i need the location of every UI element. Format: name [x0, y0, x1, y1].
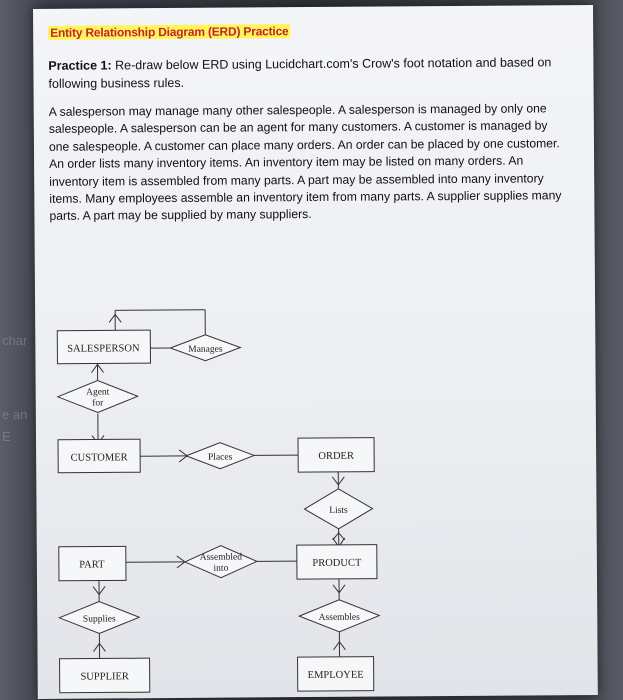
relationship-lists	[303, 488, 374, 530]
entity-employee	[297, 656, 375, 692]
erd-connectors	[96, 309, 341, 659]
background-window-fragment: char e an E	[0, 330, 38, 450]
entity-label: SALESPERSON	[67, 343, 140, 355]
connector-line	[115, 309, 206, 311]
erd-diagram: SALESPERSON CUSTOMER ORDER PART PRODUCT …	[56, 309, 381, 694]
relationship-label: Assembles	[319, 613, 361, 623]
relationship-assembled-into	[183, 545, 259, 579]
entity-salesperson	[56, 329, 151, 365]
document-page: Entity Relationship Diagram (ERD) Practi…	[33, 5, 598, 699]
fragment-text-1: char	[2, 333, 28, 348]
crow-foot-mark	[91, 363, 104, 373]
entity-label: PART	[79, 559, 105, 570]
arrow-mark	[93, 642, 106, 652]
entity-label: EMPLOYEE	[308, 670, 364, 681]
arrow-mark	[331, 476, 345, 486]
fragment-text-2: e an E	[2, 407, 28, 444]
entity-boxes	[56, 329, 378, 694]
entity-order	[297, 437, 375, 473]
practice-text: Re-draw below ERD using Lucidchart.com's…	[48, 55, 552, 91]
entity-label: PRODUCT	[312, 558, 362, 569]
relationship-label: Agent	[86, 387, 110, 397]
relationship-label: Lists	[329, 506, 348, 516]
relationship-label: Supplies	[83, 614, 116, 624]
arrow-mark	[333, 640, 346, 651]
relationship-label: Assembled	[200, 553, 243, 563]
business-rules-paragraph: A salesperson may manage many other sale…	[48, 101, 562, 224]
erd-labels: SALESPERSON CUSTOMER ORDER PART PRODUCT …	[67, 343, 364, 682]
entity-label: ORDER	[318, 451, 354, 462]
relationship-label: Places	[208, 453, 233, 463]
relationship-label: for	[92, 397, 104, 408]
entity-customer	[57, 438, 141, 474]
practice-label: Practice 1:	[48, 58, 112, 73]
crow-foot-mark	[108, 313, 122, 323]
relationship-agent-for	[56, 379, 140, 414]
relationship-diamonds	[56, 334, 381, 635]
page-title: Entity Relationship Diagram (ERD) Practi…	[48, 24, 291, 40]
relationship-assembles	[297, 599, 381, 633]
arrow-mark	[332, 584, 346, 594]
entity-supplier	[59, 657, 151, 694]
relationship-manages	[168, 334, 242, 362]
arrow-mark	[332, 532, 346, 541]
entity-label: CUSTOMER	[71, 452, 128, 463]
relationship-label: Manages	[188, 345, 223, 355]
entity-label: SUPPLIER	[80, 671, 129, 682]
practice-instructions: Practice 1: Re-draw below ERD using Luci…	[48, 53, 558, 93]
arrow-mark	[92, 586, 106, 596]
relationship-label: into	[213, 564, 228, 574]
entity-part	[58, 545, 127, 582]
entity-product	[296, 544, 378, 580]
relationship-supplies	[57, 600, 141, 635]
relationship-places	[184, 442, 256, 470]
